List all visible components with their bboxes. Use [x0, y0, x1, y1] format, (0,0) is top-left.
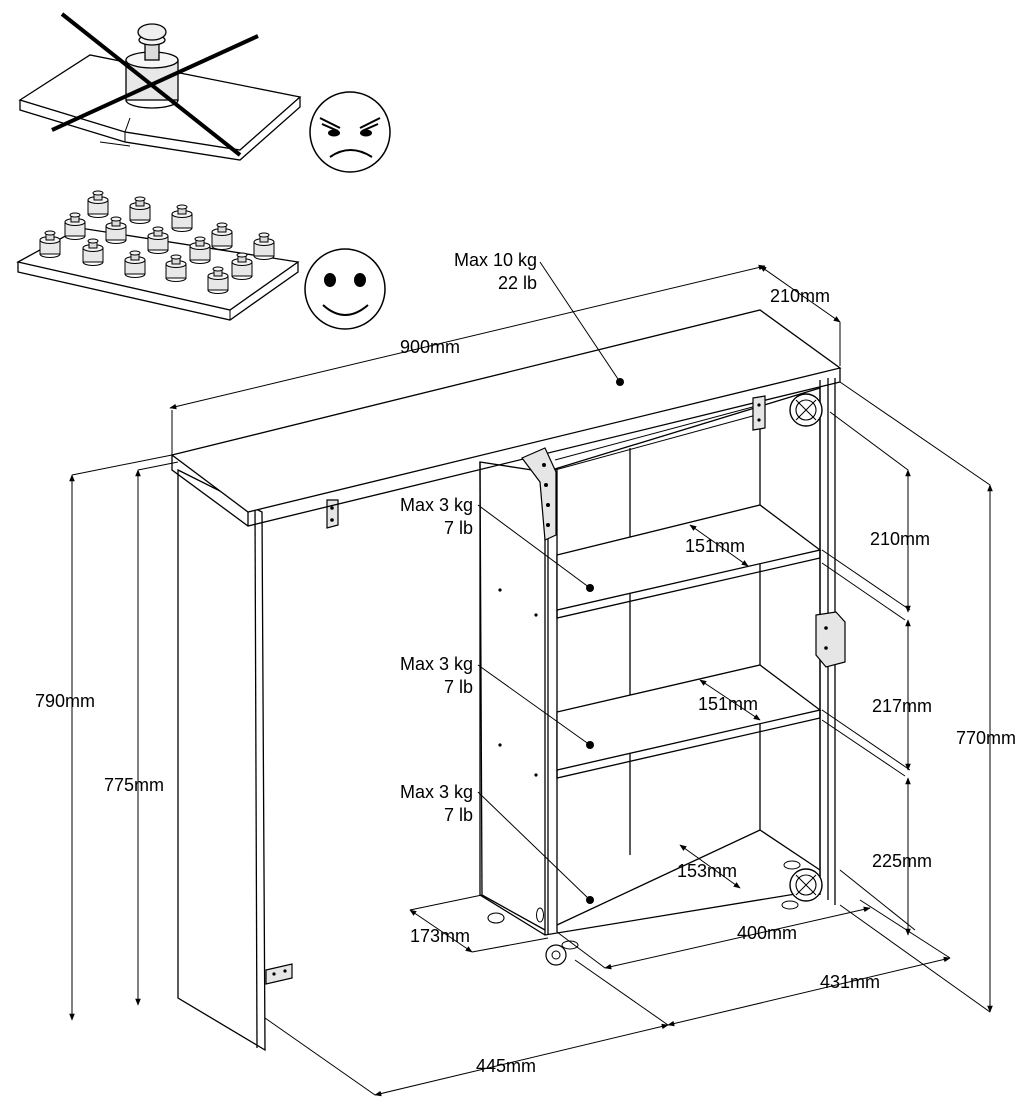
shelf3-depth-label: 153mm — [677, 861, 737, 881]
top-load-kg-label: Max 10 kg — [454, 250, 537, 270]
overall-height-label: 790mm — [35, 691, 95, 711]
shelf2-load-lb-label: 7 lb — [444, 677, 473, 697]
wrong-load-illustration — [18, 12, 302, 161]
happy-face-icon — [304, 248, 386, 330]
gap2-height-label: 217mm — [872, 696, 932, 716]
side-depth-label: 445mm — [476, 1056, 536, 1076]
cabinet-base-depth-label: 173mm — [410, 926, 470, 946]
shelf1-load-kg-label: Max 3 kg — [400, 495, 473, 515]
shelf1-depth-label: 151mm — [685, 536, 745, 556]
width-label: 900mm — [400, 337, 460, 357]
shelf3-load-lb-label: 7 lb — [444, 805, 473, 825]
side-height-label: 775mm — [104, 775, 164, 795]
cabinet-outer-width-label: 431mm — [820, 972, 880, 992]
cabinet-inner-width-label: 400mm — [737, 923, 797, 943]
cabinet-height-label: 770mm — [956, 728, 1016, 748]
top-load-lb-label: 22 lb — [498, 273, 537, 293]
angry-face-icon — [309, 91, 391, 173]
shelf3-load-kg-label: Max 3 kg — [400, 782, 473, 802]
correct-load-illustration — [16, 190, 300, 321]
heavy-weight-icon — [125, 23, 179, 109]
leader-lines — [477, 261, 624, 904]
wheel-icon — [781, 860, 823, 910]
left-side-panel — [177, 468, 266, 1052]
gap3-height-label: 225mm — [872, 851, 932, 871]
shelf1-load-lb-label: 7 lb — [444, 518, 473, 538]
shelf2-load-kg-label: Max 3 kg — [400, 654, 473, 674]
gap1-height-label: 210mm — [870, 529, 930, 549]
top-depth-label: 210mm — [770, 286, 830, 306]
shelf2-depth-label: 151mm — [698, 694, 758, 714]
wheel-icon — [789, 393, 823, 427]
dimension-lines — [69, 264, 993, 1097]
labels: Max 10 kg 22 lb 900mm 210mm Max 3 kg 7 l… — [35, 250, 1016, 1076]
